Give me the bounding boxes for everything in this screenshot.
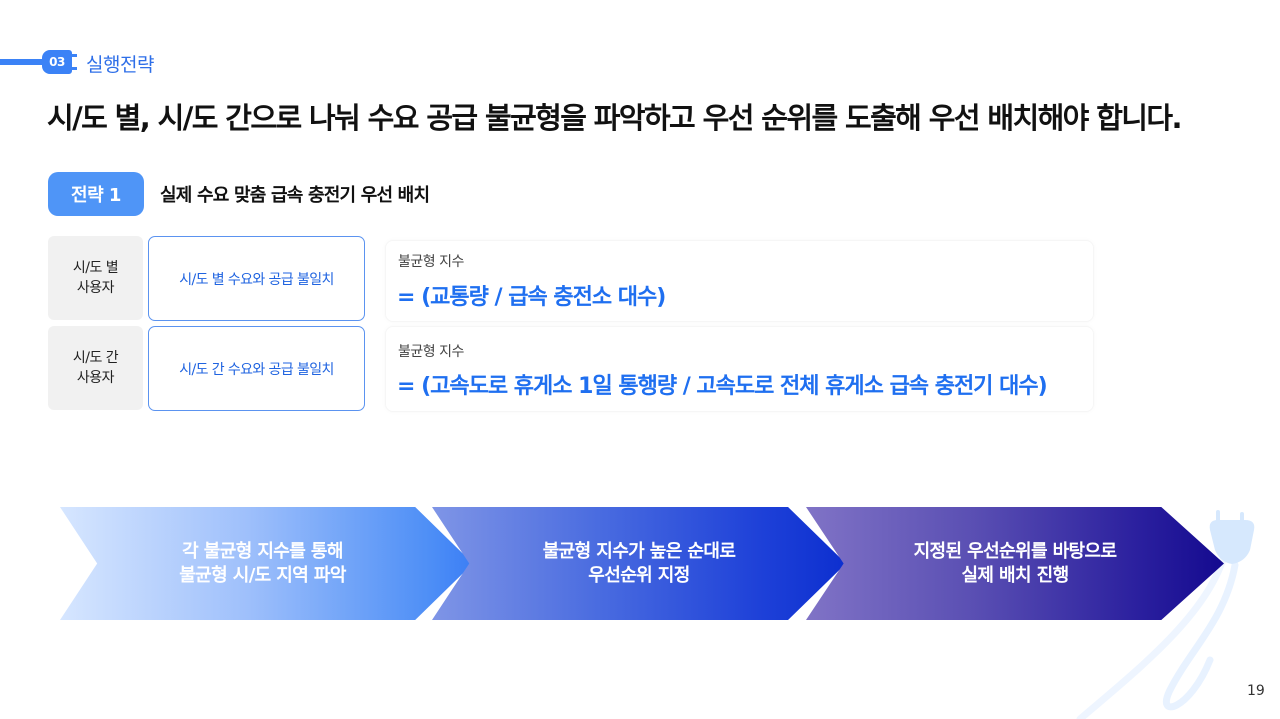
step-line2: 우선순위 지정 — [588, 564, 690, 586]
plug-prong-icon — [72, 54, 77, 57]
step-line1: 각 불균형 지수를 통해 — [182, 540, 343, 562]
process-step-1: 각 불균형 지수를 통해 불균형 시/도 지역 파악 — [60, 507, 473, 620]
step-line2: 불균형 시/도 지역 파악 — [179, 564, 346, 586]
process-step-3: 지정된 우선순위를 바탕으로 실제 배치 진행 — [806, 507, 1224, 620]
user-type-line2: 사용자 — [76, 280, 115, 296]
formula-text: = (교통량 / 급속 충전소 대수) — [397, 285, 666, 310]
section-label: 실행전략 — [86, 54, 154, 76]
user-type-line2: 사용자 — [76, 370, 115, 386]
step-line1: 불균형 지수가 높은 순대로 — [542, 540, 736, 562]
formula-text: = (고속도로 휴게소 1일 통행량 / 고속도로 전체 휴게소 급속 충전기 … — [397, 374, 1048, 399]
mismatch-box: 시/도 간 수요와 공급 불일치 — [148, 326, 365, 411]
strategy-chip: 전략 1 — [48, 172, 144, 216]
mismatch-box: 시/도 별 수요와 공급 불일치 — [148, 236, 365, 321]
step-line2: 실제 배치 진행 — [961, 564, 1069, 586]
strategy-title: 실제 수요 맞춤 급속 충전기 우선 배치 — [160, 185, 430, 206]
plug-prong-icon — [72, 67, 77, 70]
user-type-box: 시/도 간 사용자 — [48, 326, 143, 410]
formula-label: 불균형 지수 — [398, 344, 464, 360]
page-number: 19 — [1247, 683, 1265, 699]
section-plug-cable — [0, 59, 46, 65]
user-type-box: 시/도 별 사용자 — [48, 236, 143, 320]
section-number-badge: 03 — [42, 50, 72, 74]
page-title: 시/도 별, 시/도 간으로 나눠 수요 공급 불균형을 파악하고 우선 순위를… — [47, 101, 1182, 135]
user-type-line1: 시/도 별 — [72, 260, 119, 276]
plug-cable-decoration-icon — [1076, 510, 1255, 719]
process-step-2: 불균형 지수가 높은 순대로 우선순위 지정 — [432, 507, 846, 620]
step-line1: 지정된 우선순위를 바탕으로 — [913, 540, 1117, 562]
formula-card — [385, 240, 1094, 322]
user-type-line1: 시/도 간 — [72, 350, 119, 366]
formula-label: 불균형 지수 — [398, 254, 464, 270]
formula-card — [385, 326, 1094, 412]
